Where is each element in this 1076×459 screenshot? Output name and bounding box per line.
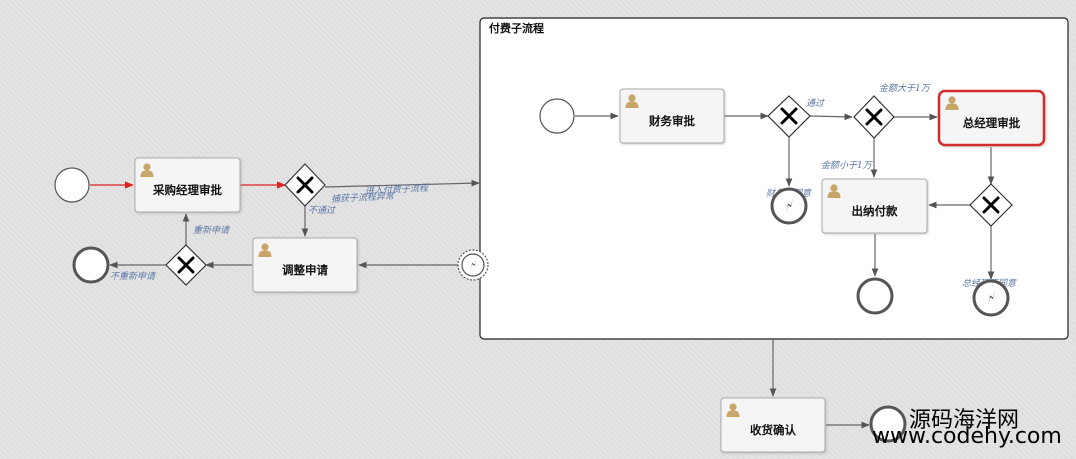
watermark-name: 源码海洋网: [909, 408, 1020, 433]
task-label: 调整申请: [282, 263, 328, 277]
end-event-receipt[interactable]: [869, 405, 907, 443]
label-not-passed: 不通过: [308, 205, 336, 216]
gateway-reapply[interactable]: [165, 244, 207, 286]
boundary-error-event[interactable]: [457, 249, 489, 281]
label-finance-passed: 通过: [806, 98, 825, 109]
gateway-gm-result[interactable]: [969, 183, 1013, 227]
label-not-reapply: 不重新申请: [110, 271, 157, 282]
label-amount-gt: 金额大于1万: [879, 83, 932, 94]
subprocess-title: 付费子流程: [489, 21, 544, 35]
task-adjust-request[interactable]: 调整申请: [252, 237, 358, 293]
sub-end-event[interactable]: [856, 277, 894, 315]
gateway-purchase-result[interactable]: [284, 163, 326, 207]
start-event[interactable]: [54, 167, 90, 203]
task-receipt-confirm[interactable]: 收货确认: [720, 397, 826, 453]
task-label: 出纳付款: [852, 204, 898, 218]
label-enter-subprocess: 进入付费子流程: [365, 183, 429, 197]
end-event-not-reapply[interactable]: [72, 246, 110, 284]
task-label: 收货确认: [750, 423, 796, 437]
gateway-finance-result[interactable]: [767, 95, 811, 138]
gateway-amount[interactable]: [853, 95, 895, 139]
task-cashier-payment[interactable]: 出纳付款: [821, 178, 928, 234]
task-gm-approval[interactable]: 总经理审批: [937, 89, 1046, 147]
flow-to-subprocess[interactable]: [324, 179, 480, 188]
sub-start-event[interactable]: [539, 98, 575, 134]
error-end-gm[interactable]: [972, 279, 1010, 317]
label-amount-lt: 金额小于1万: [821, 160, 874, 171]
error-end-finance[interactable]: [770, 187, 808, 225]
task-label: 总经理审批: [963, 116, 1021, 130]
label-catch-error: 捕获子流程异常: [331, 191, 395, 205]
flow-finance-passed[interactable]: [809, 113, 853, 121]
task-finance-approval[interactable]: 财务审批: [619, 88, 725, 144]
task-label: 采购经理审批: [152, 183, 222, 197]
label-reapply: 重新申请: [193, 225, 231, 236]
task-purchase-approval[interactable]: 采购经理审批: [134, 157, 241, 213]
task-label: 财务审批: [648, 114, 695, 128]
watermark-url: www.codehy.com: [872, 424, 1062, 449]
